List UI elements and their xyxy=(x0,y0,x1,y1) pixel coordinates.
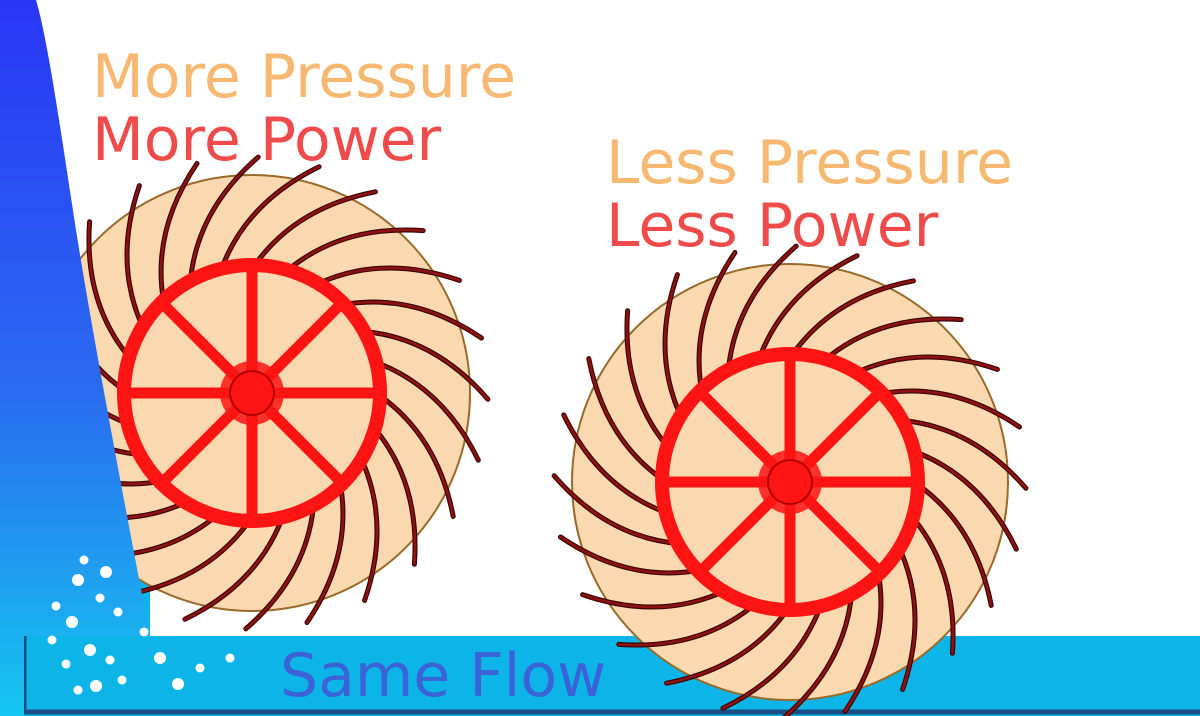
wheel-blade-core xyxy=(358,329,490,401)
splash-bubble xyxy=(225,653,235,663)
wheel-blade-core xyxy=(783,588,854,716)
wheel-blade-core xyxy=(374,391,455,518)
wheel-blade-core xyxy=(562,413,672,516)
wheel-blade-core xyxy=(820,317,963,364)
wheel-blade-core xyxy=(559,535,704,575)
left-power-label: More Power xyxy=(92,105,442,175)
wheel-blade-core xyxy=(665,604,792,685)
splash-bubble xyxy=(73,685,83,695)
wheel-hub xyxy=(229,370,275,416)
splash-bubble xyxy=(100,566,112,578)
splash-bubble xyxy=(47,635,57,645)
waterfall xyxy=(0,0,150,716)
waterwheel-left xyxy=(13,154,491,632)
wheel-blade-core xyxy=(338,300,483,340)
splash-bubbles xyxy=(47,555,235,695)
wheel-blade-core xyxy=(587,357,668,484)
wheel-blade-core xyxy=(912,480,993,607)
wheel-blade-core xyxy=(876,389,1021,429)
wheel-blade-core xyxy=(896,542,917,691)
wheel-blade-core xyxy=(244,499,316,631)
wheel-blade-core xyxy=(721,600,824,710)
wheel-rim xyxy=(117,258,387,528)
flow-label: Same Flow xyxy=(280,641,606,711)
splash-bubble xyxy=(117,675,127,685)
wheel-blade-core xyxy=(87,220,134,363)
splash-bubble xyxy=(154,652,166,664)
left-pressure-label: More Pressure xyxy=(92,42,516,112)
wheel-blade-core xyxy=(305,479,345,624)
wheel-rim xyxy=(655,347,925,617)
right-pressure-label: Less Pressure xyxy=(606,128,1013,198)
wheel-blade-core xyxy=(625,309,672,452)
wheel-blade-core xyxy=(843,568,883,713)
wheel-blade-core xyxy=(896,418,1028,490)
splash-bubble xyxy=(195,663,205,673)
wheel-blade-core xyxy=(581,588,730,609)
wheel-blade-core xyxy=(125,184,146,333)
splash-bubble xyxy=(172,678,184,690)
wheel-blade-core xyxy=(370,423,417,566)
wheel-blade-core xyxy=(850,355,999,376)
wheel-hub xyxy=(767,459,813,505)
splash-bubble xyxy=(90,680,102,692)
splash-bubble xyxy=(139,627,149,637)
wheel-blade-core xyxy=(908,512,955,655)
wheel-blade-core xyxy=(552,474,684,546)
wheel-blade-core xyxy=(312,266,461,287)
wheel-blade-core xyxy=(908,448,1018,551)
splash-bubble xyxy=(84,644,96,656)
wheel-blade-core xyxy=(726,244,798,376)
splash-bubble xyxy=(105,655,115,665)
wheel-blade-core xyxy=(218,165,321,275)
splash-bubble xyxy=(113,607,123,617)
splash-bubble xyxy=(66,616,78,628)
waterwheel-right xyxy=(551,243,1029,716)
wheel-blade-core xyxy=(617,600,760,647)
wheel-blade-core xyxy=(370,359,480,462)
wheel-blade-core xyxy=(188,155,260,287)
wheel-blade-core xyxy=(183,511,286,621)
wheel-blade-core xyxy=(282,228,425,275)
wheel-blade-core xyxy=(358,453,379,602)
wheel-blade-core xyxy=(250,190,377,271)
splash-bubble xyxy=(61,659,71,669)
wheel-blade-core xyxy=(756,254,859,364)
wheel-blade-core xyxy=(159,162,199,307)
right-power-label: Less Power xyxy=(606,191,939,261)
splash-bubble xyxy=(79,555,89,565)
splash-bubble xyxy=(51,601,61,611)
splash-bubble xyxy=(72,574,84,586)
wheel-blade-core xyxy=(663,273,684,422)
wheel-blade-core xyxy=(127,515,254,596)
wheel-blade-core xyxy=(788,279,915,360)
splash-bubble xyxy=(95,593,105,603)
wheel-blade-core xyxy=(697,251,737,396)
